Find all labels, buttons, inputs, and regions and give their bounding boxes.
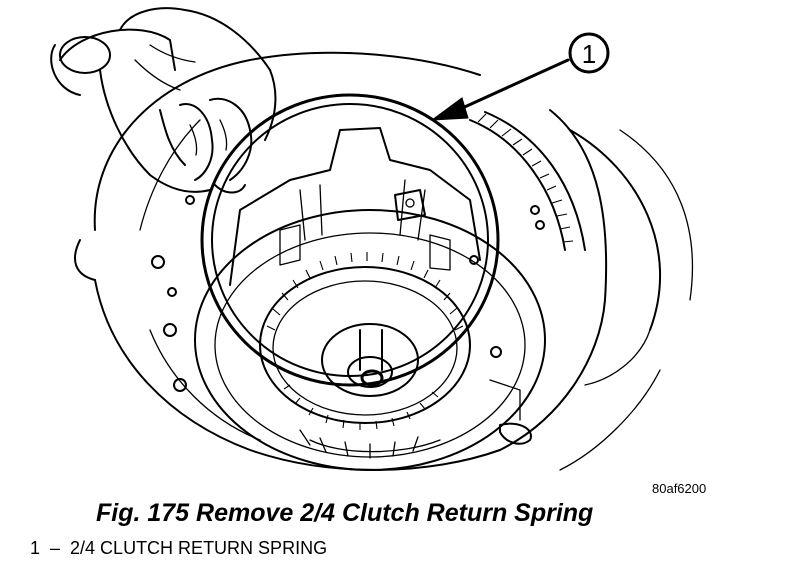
callout-1: 1 [432, 34, 608, 120]
transmission-case [51, 30, 692, 470]
legend: 1–2/4 CLUTCH RETURN SPRING [30, 538, 327, 559]
legend-item: 1–2/4 CLUTCH RETURN SPRING [30, 538, 327, 559]
callout-number: 1 [582, 39, 596, 69]
gear-teeth-upper-right [470, 112, 585, 250]
clutch-hub-assembly [195, 128, 545, 470]
legend-item-number: 1 [30, 538, 41, 558]
clutch-return-spring [202, 95, 498, 385]
legend-item-label: 2/4 CLUTCH RETURN SPRING [70, 538, 328, 558]
transmission-illustration: 1 [0, 0, 800, 500]
figure-caption: Fig. 175 Remove 2/4 Clutch Return Spring [96, 499, 594, 527]
hand [100, 8, 275, 192]
legend-item-separator: – [50, 538, 61, 558]
figure-reference-code: 80af6200 [652, 481, 707, 496]
